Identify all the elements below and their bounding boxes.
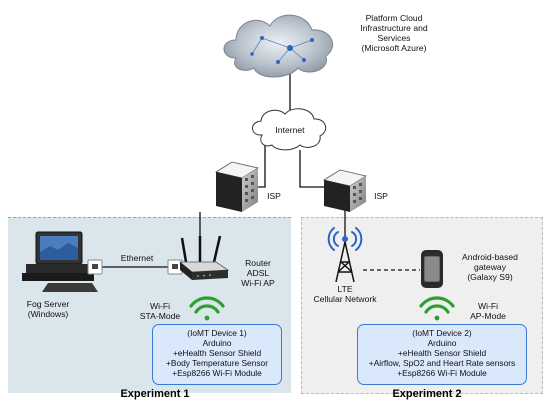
- device1-line: (IoMT Device 1): [187, 328, 247, 338]
- device2-line: +Airflow, SpO2 and Heart Rate sensors: [368, 358, 516, 368]
- isp-building-left-icon: [214, 161, 260, 212]
- device1-line: +Body Temperature Sensor: [165, 358, 269, 368]
- device2-line: (IoMT Device 2): [412, 328, 472, 338]
- phone-gateway-label: Android-based gateway (Galaxy S9): [462, 252, 518, 282]
- fog-server-computer-icon: [22, 231, 98, 292]
- internet-cloud-icon: [252, 108, 327, 151]
- device2-line: +Esp8266 Wi-Fi Module: [397, 368, 487, 378]
- lte-label: LTE Cellular Network: [313, 284, 377, 304]
- smartphone-icon: [421, 250, 443, 288]
- wifi-sta-mode-label: Wi-Fi STA-Mode: [139, 301, 181, 321]
- iomt-device-2-box: (IoMT Device 2) Arduino +eHealth Sensor …: [357, 324, 527, 385]
- fog-server-label: Fog Server (Windows): [26, 299, 70, 319]
- lte-tower-icon: [327, 227, 363, 283]
- device1-line: Arduino: [202, 338, 232, 348]
- internet-label: Internet: [275, 125, 305, 135]
- wifi-icon-experiment1: [189, 296, 225, 321]
- isp-building-right-icon: [322, 169, 368, 212]
- router-label: Router ADSL Wi-Fi AP: [241, 258, 275, 288]
- device2-line: Arduino: [427, 338, 457, 348]
- device2-line: +eHealth Sensor Shield: [397, 348, 487, 358]
- iomt-device-1-box: (IoMT Device 1) Arduino +eHealth Sensor …: [152, 324, 282, 385]
- device1-line: +Esp8266 Wi-Fi Module: [172, 368, 262, 378]
- internet-isp1-link: [258, 145, 266, 188]
- cloud-label: Platform Cloud Infrastructure and Servic…: [360, 13, 428, 53]
- isp-right-label: ISP: [374, 191, 388, 201]
- wifi-icon-experiment2: [419, 296, 455, 321]
- experiment2-title: Experiment 2: [392, 388, 462, 400]
- ethernet-port-left-icon: [87, 259, 103, 275]
- experiment1-title: Experiment 1: [120, 388, 190, 400]
- platform-cloud-icon: [223, 14, 333, 78]
- device1-line: +eHealth Sensor Shield: [172, 348, 262, 358]
- ethernet-label: Ethernet: [120, 253, 154, 263]
- router-icon: [178, 235, 230, 280]
- isp-left-label: ISP: [267, 191, 281, 201]
- wifi-ap-mode-label: Wi-Fi AP-Mode: [470, 301, 506, 321]
